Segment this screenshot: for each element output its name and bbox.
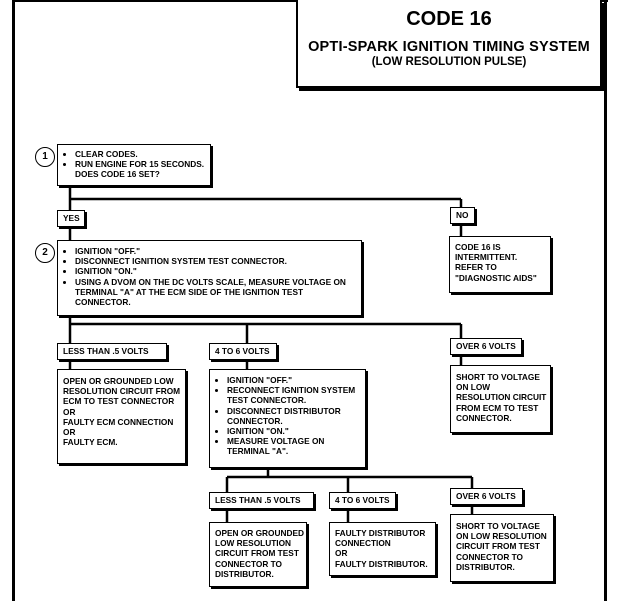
no-label: NO — [450, 207, 475, 224]
result-line: ECM TO TEST CONNECTOR — [63, 396, 175, 407]
result-line: RESOLUTION CIRCUIT FROM — [63, 386, 181, 397]
mid-step-item: IGNITION "OFF." — [227, 375, 360, 385]
result-line: CONNECTOR TO — [215, 558, 282, 569]
yes-label: YES — [57, 210, 85, 227]
mid-step-item: IGNITION "ON." — [227, 426, 360, 436]
step-2-item: USING A DVOM ON THE DC VOLTS SCALE, MEAS… — [75, 277, 356, 308]
step-1-item: CLEAR CODES. — [75, 149, 205, 159]
result-line: OR — [335, 548, 348, 559]
result-line: FAULTY ECM CONNECTION — [63, 416, 174, 427]
level2-over-result-box: SHORT TO VOLTAGE ON LOW RESOLUTION CIRCU… — [450, 514, 554, 582]
result-line: CIRCUIT FROM TEST — [456, 541, 540, 552]
page-border-left — [12, 0, 15, 601]
mid-step-item: RECONNECT IGNITION SYSTEM TEST CONNECTOR… — [227, 385, 360, 405]
result-line: FAULTY DISTRIBUTOR. — [335, 558, 428, 569]
step-2-item: DISCONNECT IGNITION SYSTEM TEST CONNECTO… — [75, 256, 356, 266]
result-line: OR — [63, 406, 76, 417]
level2-mid-result-box: FAULTY DISTRIBUTOR CONNECTION OR FAULTY … — [329, 522, 436, 576]
title-block: CODE 16 OPTI-SPARK IGNITION TIMING SYSTE… — [296, 0, 602, 88]
no-result-line: "DIAGNOSTIC AIDS" — [455, 272, 537, 283]
level1-less-result-box: OPEN OR GROUNDED LOW RESOLUTION CIRCUIT … — [57, 369, 186, 464]
result-line: LOW RESOLUTION — [215, 538, 292, 549]
result-line: FROM ECM TO TEST — [456, 402, 539, 413]
result-line: OPEN OR GROUNDED — [215, 528, 304, 538]
result-line: ON LOW RESOLUTION — [456, 531, 547, 542]
step-2-number: 2 — [35, 243, 55, 263]
level2-less-result-box: OPEN OR GROUNDED LOW RESOLUTION CIRCUIT … — [209, 522, 307, 587]
result-line: CIRCUIT FROM TEST — [215, 548, 299, 559]
result-line: FAULTY DISTRIBUTOR — [335, 528, 426, 538]
result-line: FAULTY ECM. — [63, 437, 118, 448]
result-line: SHORT TO VOLTAGE — [456, 372, 540, 382]
mid-step-item: DISCONNECT DISTRIBUTOR CONNECTOR. — [227, 406, 360, 426]
level1-less-label: LESS THAN .5 VOLTS — [57, 343, 167, 360]
step-2-box: IGNITION "OFF." DISCONNECT IGNITION SYST… — [57, 240, 362, 316]
level2-over-label: OVER 6 VOLTS — [450, 488, 523, 505]
no-result-line: INTERMITTENT. — [455, 252, 518, 263]
result-line: CONNECTOR TO — [456, 551, 523, 562]
result-line: RESOLUTION CIRCUIT — [456, 392, 547, 403]
result-line: OR — [63, 427, 76, 438]
code-title: CODE 16 — [406, 8, 492, 30]
level1-over-label: OVER 6 VOLTS — [450, 338, 522, 355]
step-1-box: CLEAR CODES. RUN ENGINE FOR 15 SECONDS. … — [57, 144, 211, 186]
step-2-item: IGNITION "ON." — [75, 266, 356, 276]
result-line: ON LOW — [456, 382, 491, 393]
result-line: DISTRIBUTOR. — [215, 568, 274, 579]
page-border-right — [604, 0, 607, 601]
system-title: OPTI-SPARK IGNITION TIMING SYSTEM — [308, 39, 590, 55]
level2-less-label: LESS THAN .5 VOLTS — [209, 492, 314, 509]
no-result-box: CODE 16 IS INTERMITTENT. REFER TO "DIAGN… — [449, 236, 551, 293]
no-result-line: CODE 16 IS — [455, 242, 501, 252]
system-subtitle: (LOW RESOLUTION PULSE) — [371, 56, 527, 68]
level1-mid-label: 4 TO 6 VOLTS — [209, 343, 277, 360]
step-1-number: 1 — [35, 147, 55, 167]
result-line: OPEN OR GROUNDED LOW — [63, 376, 174, 386]
result-line: CONNECTOR. — [456, 412, 512, 423]
no-result-line: REFER TO — [455, 262, 497, 273]
level1-over-result-box: SHORT TO VOLTAGE ON LOW RESOLUTION CIRCU… — [450, 365, 551, 433]
mid-step-item: MEASURE VOLTAGE ON TERMINAL "A". — [227, 436, 360, 456]
step-2-item: IGNITION "OFF." — [75, 246, 356, 256]
step-1-item: RUN ENGINE FOR 15 SECONDS. — [75, 159, 205, 169]
result-line: SHORT TO VOLTAGE — [456, 521, 540, 531]
level2-mid-label: 4 TO 6 VOLTS — [329, 492, 396, 509]
step-1-question: DOES CODE 16 SET? — [75, 169, 160, 180]
result-line: DISTRIBUTOR. — [456, 561, 515, 572]
level1-mid-steps-box: IGNITION "OFF." RECONNECT IGNITION SYSTE… — [209, 369, 366, 468]
result-line: CONNECTION — [335, 538, 391, 549]
